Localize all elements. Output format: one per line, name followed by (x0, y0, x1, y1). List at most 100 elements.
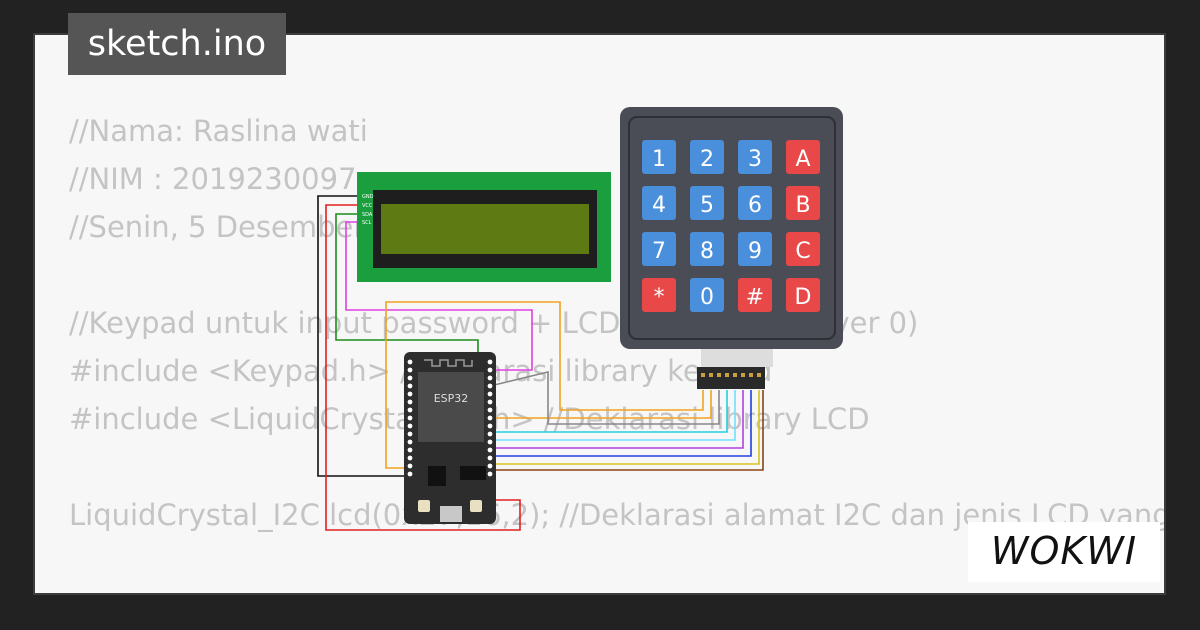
wires (317, 195, 764, 531)
esp32-pin (487, 375, 493, 381)
keypad-key[interactable]: C (786, 232, 820, 266)
code-line: //Nama: Raslina wati (69, 114, 368, 148)
esp32-pin (487, 399, 493, 405)
wire-col4-a (490, 390, 760, 465)
esp32-chip (460, 466, 486, 480)
esp32-pin (487, 447, 493, 453)
header-pin (733, 373, 737, 377)
header-pin (741, 373, 745, 377)
key-label: 8 (700, 239, 714, 264)
keypad-key[interactable]: 9 (738, 232, 772, 266)
keypad-key[interactable]: 5 (690, 186, 724, 220)
header-pin (725, 373, 729, 377)
keypad-key[interactable]: B (786, 186, 820, 220)
keypad-ribbon (701, 349, 773, 367)
esp32-pin (407, 399, 413, 405)
key-face (738, 140, 772, 174)
wire-row3 (489, 370, 720, 425)
key-face (690, 186, 724, 220)
wire-row2 (490, 390, 712, 419)
esp32-pin (407, 415, 413, 421)
key-label: 1 (652, 147, 666, 172)
keypad-key[interactable]: * (642, 278, 676, 312)
keypad-key[interactable]: 1 (642, 140, 676, 174)
key-label: 7 (652, 239, 666, 264)
key-face (738, 186, 772, 220)
key-face (786, 278, 820, 312)
lcd-pin-vcc: VCC (362, 203, 373, 209)
esp32-devkit[interactable]: ESP32 (404, 352, 496, 524)
logo-bg (968, 522, 1160, 582)
esp32-pin (487, 423, 493, 429)
esp32-module (418, 372, 484, 442)
esp32-pin (407, 359, 413, 365)
esp32-pin (407, 423, 413, 429)
esp32-pin (487, 391, 493, 397)
keypad-key[interactable]: # (738, 278, 772, 312)
esp32-regulator (428, 466, 446, 486)
key-face (690, 278, 724, 312)
keypad-key[interactable]: 0 (690, 278, 724, 312)
esp32-pin (407, 439, 413, 445)
esp32-pin (487, 431, 493, 437)
key-face (786, 186, 820, 220)
esp32-pin (487, 367, 493, 373)
esp32-pin (407, 367, 413, 373)
keypad-key[interactable]: 4 (642, 186, 676, 220)
esp32-button-boot[interactable] (470, 500, 482, 512)
esp32-pin (407, 431, 413, 437)
keypad-header-pins (701, 373, 761, 377)
key-label: 0 (700, 285, 714, 310)
wire-row1 (385, 301, 704, 469)
header-pin (709, 373, 713, 377)
keypad-key[interactable]: 3 (738, 140, 772, 174)
esp32-pins (407, 359, 493, 477)
esp32-pin (487, 415, 493, 421)
wire-gnd (317, 195, 410, 477)
keypad-key[interactable]: 2 (690, 140, 724, 174)
key-face (786, 232, 820, 266)
esp32-pin (407, 375, 413, 381)
keypad-header (697, 367, 765, 389)
wire-col4 (490, 390, 764, 471)
keypad-key[interactable]: 8 (690, 232, 724, 266)
key-label: 9 (748, 239, 762, 264)
esp32-pin (407, 383, 413, 389)
key-label: C (795, 239, 810, 264)
key-label: # (746, 285, 764, 310)
key-face (738, 232, 772, 266)
keypad-frame (628, 116, 836, 340)
key-label: B (795, 193, 810, 218)
brand-text: WOKWI (991, 529, 1137, 573)
key-face (642, 186, 676, 220)
esp32-pin (487, 359, 493, 365)
header-pin (749, 373, 753, 377)
key-label: A (795, 147, 810, 172)
lcd-pin-sda: SDA (362, 212, 373, 218)
esp32-pin (487, 439, 493, 445)
lcd-1602-i2c[interactable]: GND VCC SDA SCL (357, 172, 611, 282)
keypad-key[interactable]: 6 (738, 186, 772, 220)
key-face (642, 140, 676, 174)
esp32-antenna (424, 359, 473, 367)
esp32-pin (407, 447, 413, 453)
esp32-button-en[interactable] (418, 500, 430, 512)
esp32-pin (487, 463, 493, 469)
key-label: 2 (700, 147, 714, 172)
wire-row4 (490, 390, 728, 433)
esp32-label: ESP32 (434, 392, 469, 405)
header-pin (717, 373, 721, 377)
wokwi-logo: WOKWI (968, 522, 1160, 582)
code-line: //NIM : 2019230097 (69, 162, 357, 196)
lcd-screen (381, 204, 589, 254)
key-label: 4 (652, 193, 666, 218)
key-face (738, 278, 772, 312)
keypad-key[interactable]: D (786, 278, 820, 312)
lcd-pin-scl: SCL (362, 220, 372, 226)
esp32-pin (487, 383, 493, 389)
keypad-key[interactable]: A (786, 140, 820, 174)
keypad-key[interactable]: 7 (642, 232, 676, 266)
